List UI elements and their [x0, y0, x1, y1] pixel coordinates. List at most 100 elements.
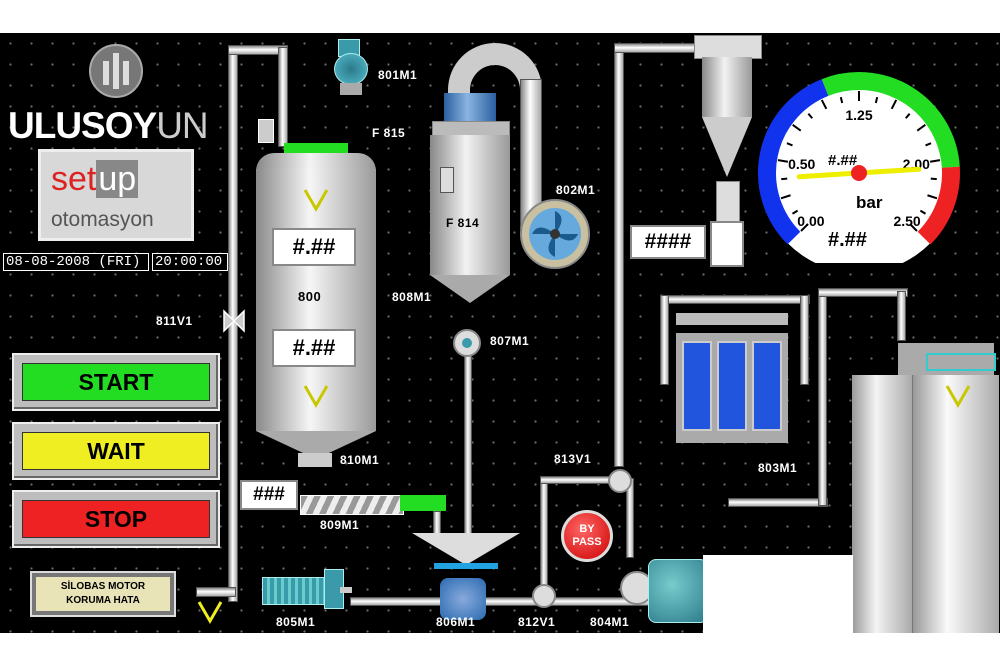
- motor-804M1-label: 804M1: [590, 615, 630, 629]
- brand-name-part1: ULUSOY: [8, 105, 157, 146]
- chevron-down-icon: [302, 383, 330, 414]
- pipe: [196, 587, 236, 597]
- motor-810M1-label: 810M1: [340, 453, 380, 467]
- gauge-zone-green: [821, 72, 960, 169]
- stop-label: STOP: [22, 500, 210, 538]
- pipe: [614, 47, 624, 467]
- gauge-tick-label: 0.50: [788, 156, 815, 172]
- setup-logo: setup otomasyon: [38, 149, 194, 241]
- gauge-tick: [786, 142, 793, 147]
- pipe: [728, 498, 828, 507]
- alarm-line2: KORUMA HATA: [66, 595, 140, 606]
- scada-panel: ULUSOYUN setup otomasyon 08-08-2008 (FRI…: [0, 33, 1000, 633]
- bypass-line2: PASS: [572, 536, 602, 548]
- setup-text: set: [51, 160, 97, 198]
- motor-805M1-label: 805M1: [276, 615, 316, 629]
- pipe: [350, 597, 650, 606]
- tank-outlet: [298, 453, 332, 467]
- gauge-tick: [927, 194, 938, 200]
- gauge-tick: [791, 209, 799, 215]
- filter-814[interactable]: [430, 93, 510, 303]
- pipe: [278, 47, 288, 147]
- fan-802M1-label: 802M1: [556, 183, 596, 197]
- wait-button[interactable]: WAIT: [12, 422, 220, 480]
- motor-801M1[interactable]: [330, 39, 370, 95]
- gauge-unit: bar: [856, 193, 883, 212]
- fan-802M1[interactable]: [520, 199, 596, 271]
- gauge-tick: [780, 194, 791, 200]
- gauge-tick: [807, 113, 814, 119]
- gauge-zone-blue: [758, 79, 829, 245]
- gauge-tick: [792, 123, 802, 132]
- logo-emblem: [88, 43, 144, 99]
- pipe: [897, 291, 906, 341]
- gauge-readout-top: #.##: [828, 152, 858, 169]
- valve-813V1[interactable]: [608, 469, 632, 493]
- valve-icon[interactable]: [222, 309, 246, 338]
- valve-812V1[interactable]: [532, 584, 556, 608]
- bypass-button[interactable]: BY PASS: [561, 510, 613, 562]
- stop-button[interactable]: STOP: [12, 490, 220, 548]
- gauge-tick: [839, 96, 844, 104]
- alarm-indicator[interactable]: SİLOBAS MOTOR KORUMA HATA: [30, 571, 176, 617]
- tank-800-label: 800: [298, 289, 322, 304]
- gauge-readout-bottom: #.##: [828, 229, 867, 251]
- pipe: [464, 353, 472, 548]
- counter-display: ####: [630, 225, 706, 259]
- date-display: 08-08-2008 (FRI): [3, 253, 149, 271]
- screw-display: ###: [240, 480, 298, 510]
- gauge-tick: [820, 99, 828, 110]
- pipe: [818, 291, 827, 506]
- gauge-tick-label: 2.50: [893, 213, 920, 229]
- gauge-tick: [919, 209, 927, 215]
- gauge-tick: [874, 96, 879, 104]
- gauge-tick: [890, 99, 898, 110]
- motor-804M1[interactable]: [620, 551, 710, 631]
- bypass-line1: BY: [579, 523, 595, 535]
- setup-text-up: up: [96, 160, 139, 198]
- start-button[interactable]: START: [12, 353, 220, 411]
- chevron-down-icon: [196, 599, 224, 630]
- pipe: [818, 288, 908, 297]
- pump-806M1-label: 806M1: [436, 615, 476, 629]
- gauge-tick: [800, 223, 809, 232]
- gauge-tick: [929, 159, 941, 163]
- gauge-hub: [851, 165, 867, 181]
- packer-803M1[interactable]: [676, 313, 788, 463]
- valve-811V1-label: 811V1: [156, 314, 193, 328]
- valve-812V1-label: 812V1: [518, 615, 556, 629]
- tank-800-value-bottom: #.##: [272, 329, 356, 367]
- pump-806M1[interactable]: [440, 578, 486, 620]
- level-indicator: [284, 143, 348, 153]
- motor-801M1-label: 801M1: [378, 68, 418, 82]
- wait-label: WAIT: [22, 432, 210, 470]
- dust-collector: [694, 33, 764, 268]
- pipe: [660, 295, 669, 385]
- setup-subtitle: otomasyon: [51, 208, 154, 231]
- level-indicator: [400, 495, 446, 511]
- time-display: 20:00:00: [152, 253, 228, 271]
- gauge-tick-label: 0.00: [797, 213, 824, 229]
- gauge-tick: [777, 159, 789, 163]
- valve-813V1-label: 813V1: [554, 452, 592, 466]
- pipe: [540, 478, 548, 598]
- tank-800[interactable]: [256, 143, 376, 459]
- filter-814-label: F 814: [446, 216, 480, 230]
- rotary-valve-807M1[interactable]: [453, 329, 481, 357]
- pipe: [800, 295, 809, 385]
- screw-conveyor-809[interactable]: [300, 495, 404, 515]
- pressure-gauge: #.## bar #.## 0.000.501.252.002.50: [758, 72, 960, 263]
- chevron-down-icon: [302, 187, 330, 218]
- motor-808M1-label: 808M1: [392, 290, 432, 304]
- cyclone-806: [412, 533, 520, 569]
- motor-807M1-label: 807M1: [490, 334, 530, 348]
- pipe: [660, 295, 810, 304]
- motor-809M1-label: 809M1: [320, 518, 360, 532]
- tank-800-value-top: #.##: [272, 228, 356, 266]
- motor-805M1[interactable]: [262, 569, 352, 609]
- gauge-tick: [925, 142, 932, 147]
- gauge-tick: [916, 123, 926, 132]
- alarm-line1: SİLOBAS MOTOR: [60, 581, 146, 592]
- brand-name-part2: UN: [156, 105, 208, 146]
- gauge-tick-label: 1.25: [845, 107, 872, 123]
